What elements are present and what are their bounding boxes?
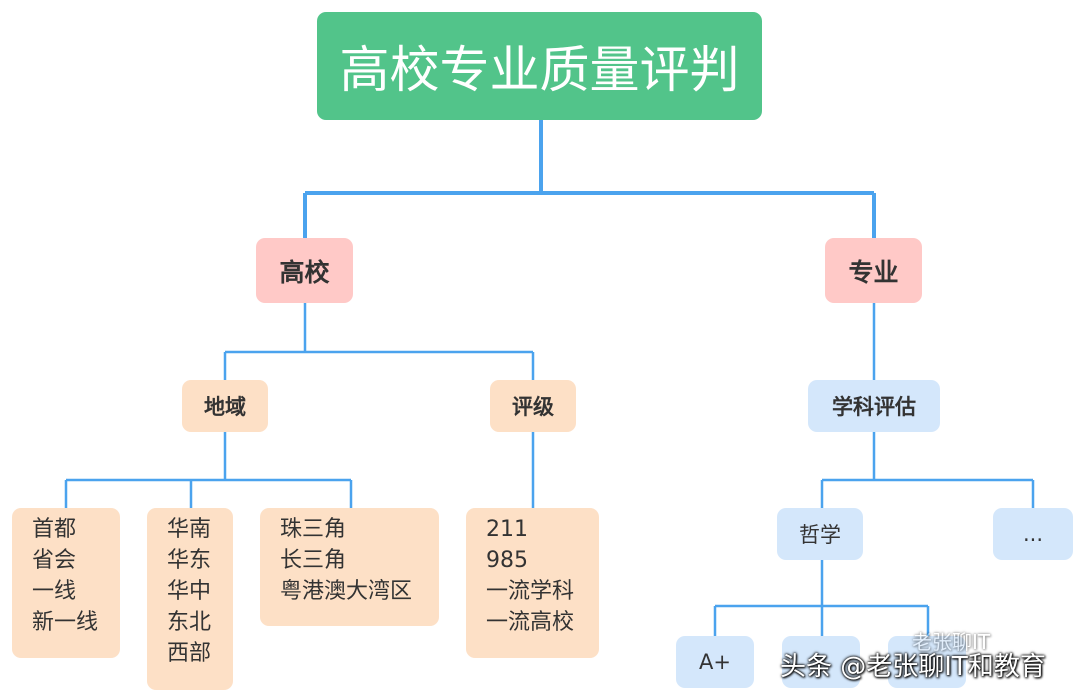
leaf-item: 省会 — [32, 548, 77, 573]
leaf-item: 211 — [486, 517, 528, 542]
leaf-region-areas: 华南 华东 华中 东北 西部 — [147, 508, 233, 690]
leaf-item: 华中 — [167, 579, 212, 604]
leaf-item: 长三角 — [280, 548, 347, 573]
leaf-item: 华东 — [167, 548, 212, 573]
node-philosophy: 哲学 — [777, 508, 863, 560]
connector-root — [303, 120, 876, 238]
leaf-item: 一流学科 — [486, 579, 575, 604]
leaf-item: 985 — [486, 548, 528, 573]
node-grade-2 — [782, 636, 860, 688]
connector-discipline — [820, 432, 1035, 508]
connector-philosophy — [713, 560, 930, 636]
leaf-item: 粤港澳大湾区 — [280, 579, 413, 604]
node-gaoxiao: 高校 — [256, 238, 353, 303]
watermark-main: 头条 @老张聊IT和教育 — [780, 652, 1046, 682]
watermark-faded: 老张聊IT — [912, 630, 991, 654]
node-region: 地域 — [182, 380, 268, 432]
leaf-item: 东北 — [167, 610, 212, 635]
node-grade-3 — [888, 636, 966, 688]
connector-region — [64, 432, 353, 508]
node-more: ... — [993, 508, 1073, 560]
leaf-region-cities: 首都 省会 一线 新一线 — [12, 508, 120, 658]
node-discipline-eval: 学科评估 — [808, 380, 940, 432]
node-rank: 评级 — [490, 380, 576, 432]
leaf-item: 一线 — [32, 579, 77, 604]
node-zhuanye: 专业 — [825, 238, 922, 303]
leaf-region-bays: 珠三角 长三角 粤港澳大湾区 — [260, 508, 439, 626]
leaf-item: 华南 — [167, 517, 212, 542]
leaf-item: 新一线 — [32, 610, 99, 635]
node-grade-a-plus: A+ — [676, 636, 754, 688]
leaf-item: 西部 — [167, 641, 212, 666]
leaf-item: 珠三角 — [280, 517, 347, 542]
root-node: 高校专业质量评判 — [317, 12, 762, 120]
leaf-rank-list: 211 985 一流学科 一流高校 — [466, 508, 599, 658]
connector-gaoxiao — [223, 303, 535, 380]
leaf-item: 一流高校 — [486, 610, 575, 635]
leaf-item: 首都 — [32, 517, 77, 542]
